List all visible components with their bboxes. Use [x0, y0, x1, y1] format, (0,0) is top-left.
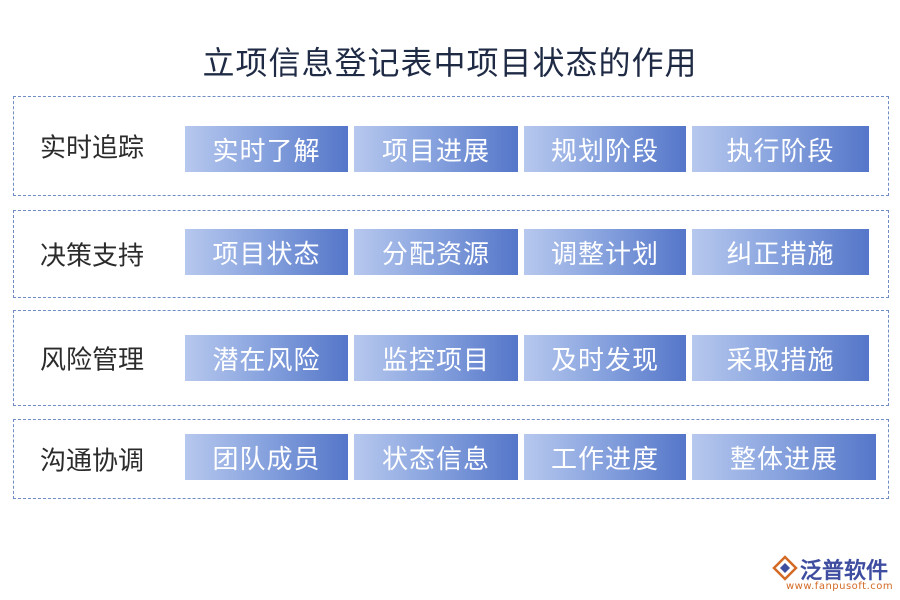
- item-box: 团队成员: [185, 434, 348, 480]
- row-label: 决策支持: [40, 241, 145, 272]
- item-box: 工作进度: [524, 434, 686, 480]
- item-box: 采取措施: [692, 335, 869, 381]
- item-box: 状态信息: [354, 434, 518, 480]
- logo-icon: [772, 555, 798, 581]
- row-risk-management: 风险管理 潜在风险 监控项目 及时发现 采取措施: [13, 310, 889, 406]
- row-realtime-tracking: 实时追踪 实时了解 项目进展 规划阶段 执行阶段: [13, 96, 889, 196]
- item-box: 分配资源: [354, 229, 518, 275]
- logo-url: www.fanpusoft.com: [786, 581, 894, 592]
- row-label: 风险管理: [40, 345, 145, 376]
- row-decision-support: 决策支持 项目状态 分配资源 调整计划 纠正措施: [13, 210, 889, 298]
- item-box: 实时了解: [185, 126, 348, 172]
- diagram-title: 立项信息登记表中项目状态的作用: [202, 44, 698, 82]
- item-box: 及时发现: [524, 335, 686, 381]
- brand-logo: 泛普软件 www.fanpusoft.com: [772, 553, 894, 595]
- item-box: 执行阶段: [692, 126, 869, 172]
- item-box: 监控项目: [354, 335, 518, 381]
- logo-name: 泛普软件: [800, 559, 889, 584]
- row-label: 实时追踪: [40, 133, 145, 164]
- item-box: 规划阶段: [524, 126, 686, 172]
- item-box: 项目状态: [185, 229, 348, 275]
- item-box: 调整计划: [524, 229, 686, 275]
- row-communication: 沟通协调 团队成员 状态信息 工作进度 整体进展: [13, 419, 889, 499]
- item-box: 纠正措施: [692, 229, 869, 275]
- item-box: 潜在风险: [185, 335, 348, 381]
- row-label: 沟通协调: [40, 446, 145, 477]
- item-box: 整体进展: [692, 434, 876, 480]
- item-box: 项目进展: [354, 126, 518, 172]
